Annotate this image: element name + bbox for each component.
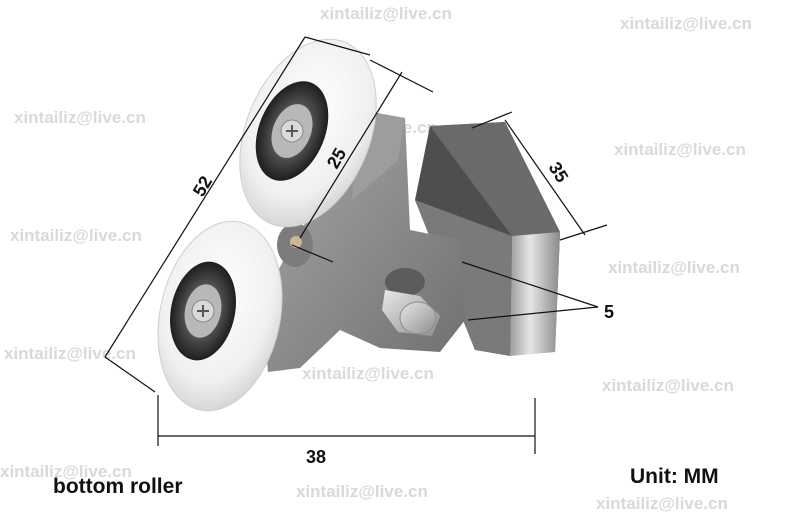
product-caption: bottom roller: [53, 475, 183, 498]
dimension-label-38: 38: [306, 447, 327, 467]
adjustment-pin: [382, 268, 440, 336]
dimension-label-5: 5: [604, 302, 615, 322]
unit-caption: Unit: MM: [630, 465, 719, 488]
bottom-wheel: [157, 220, 283, 412]
dimension-lines: [104, 36, 608, 454]
